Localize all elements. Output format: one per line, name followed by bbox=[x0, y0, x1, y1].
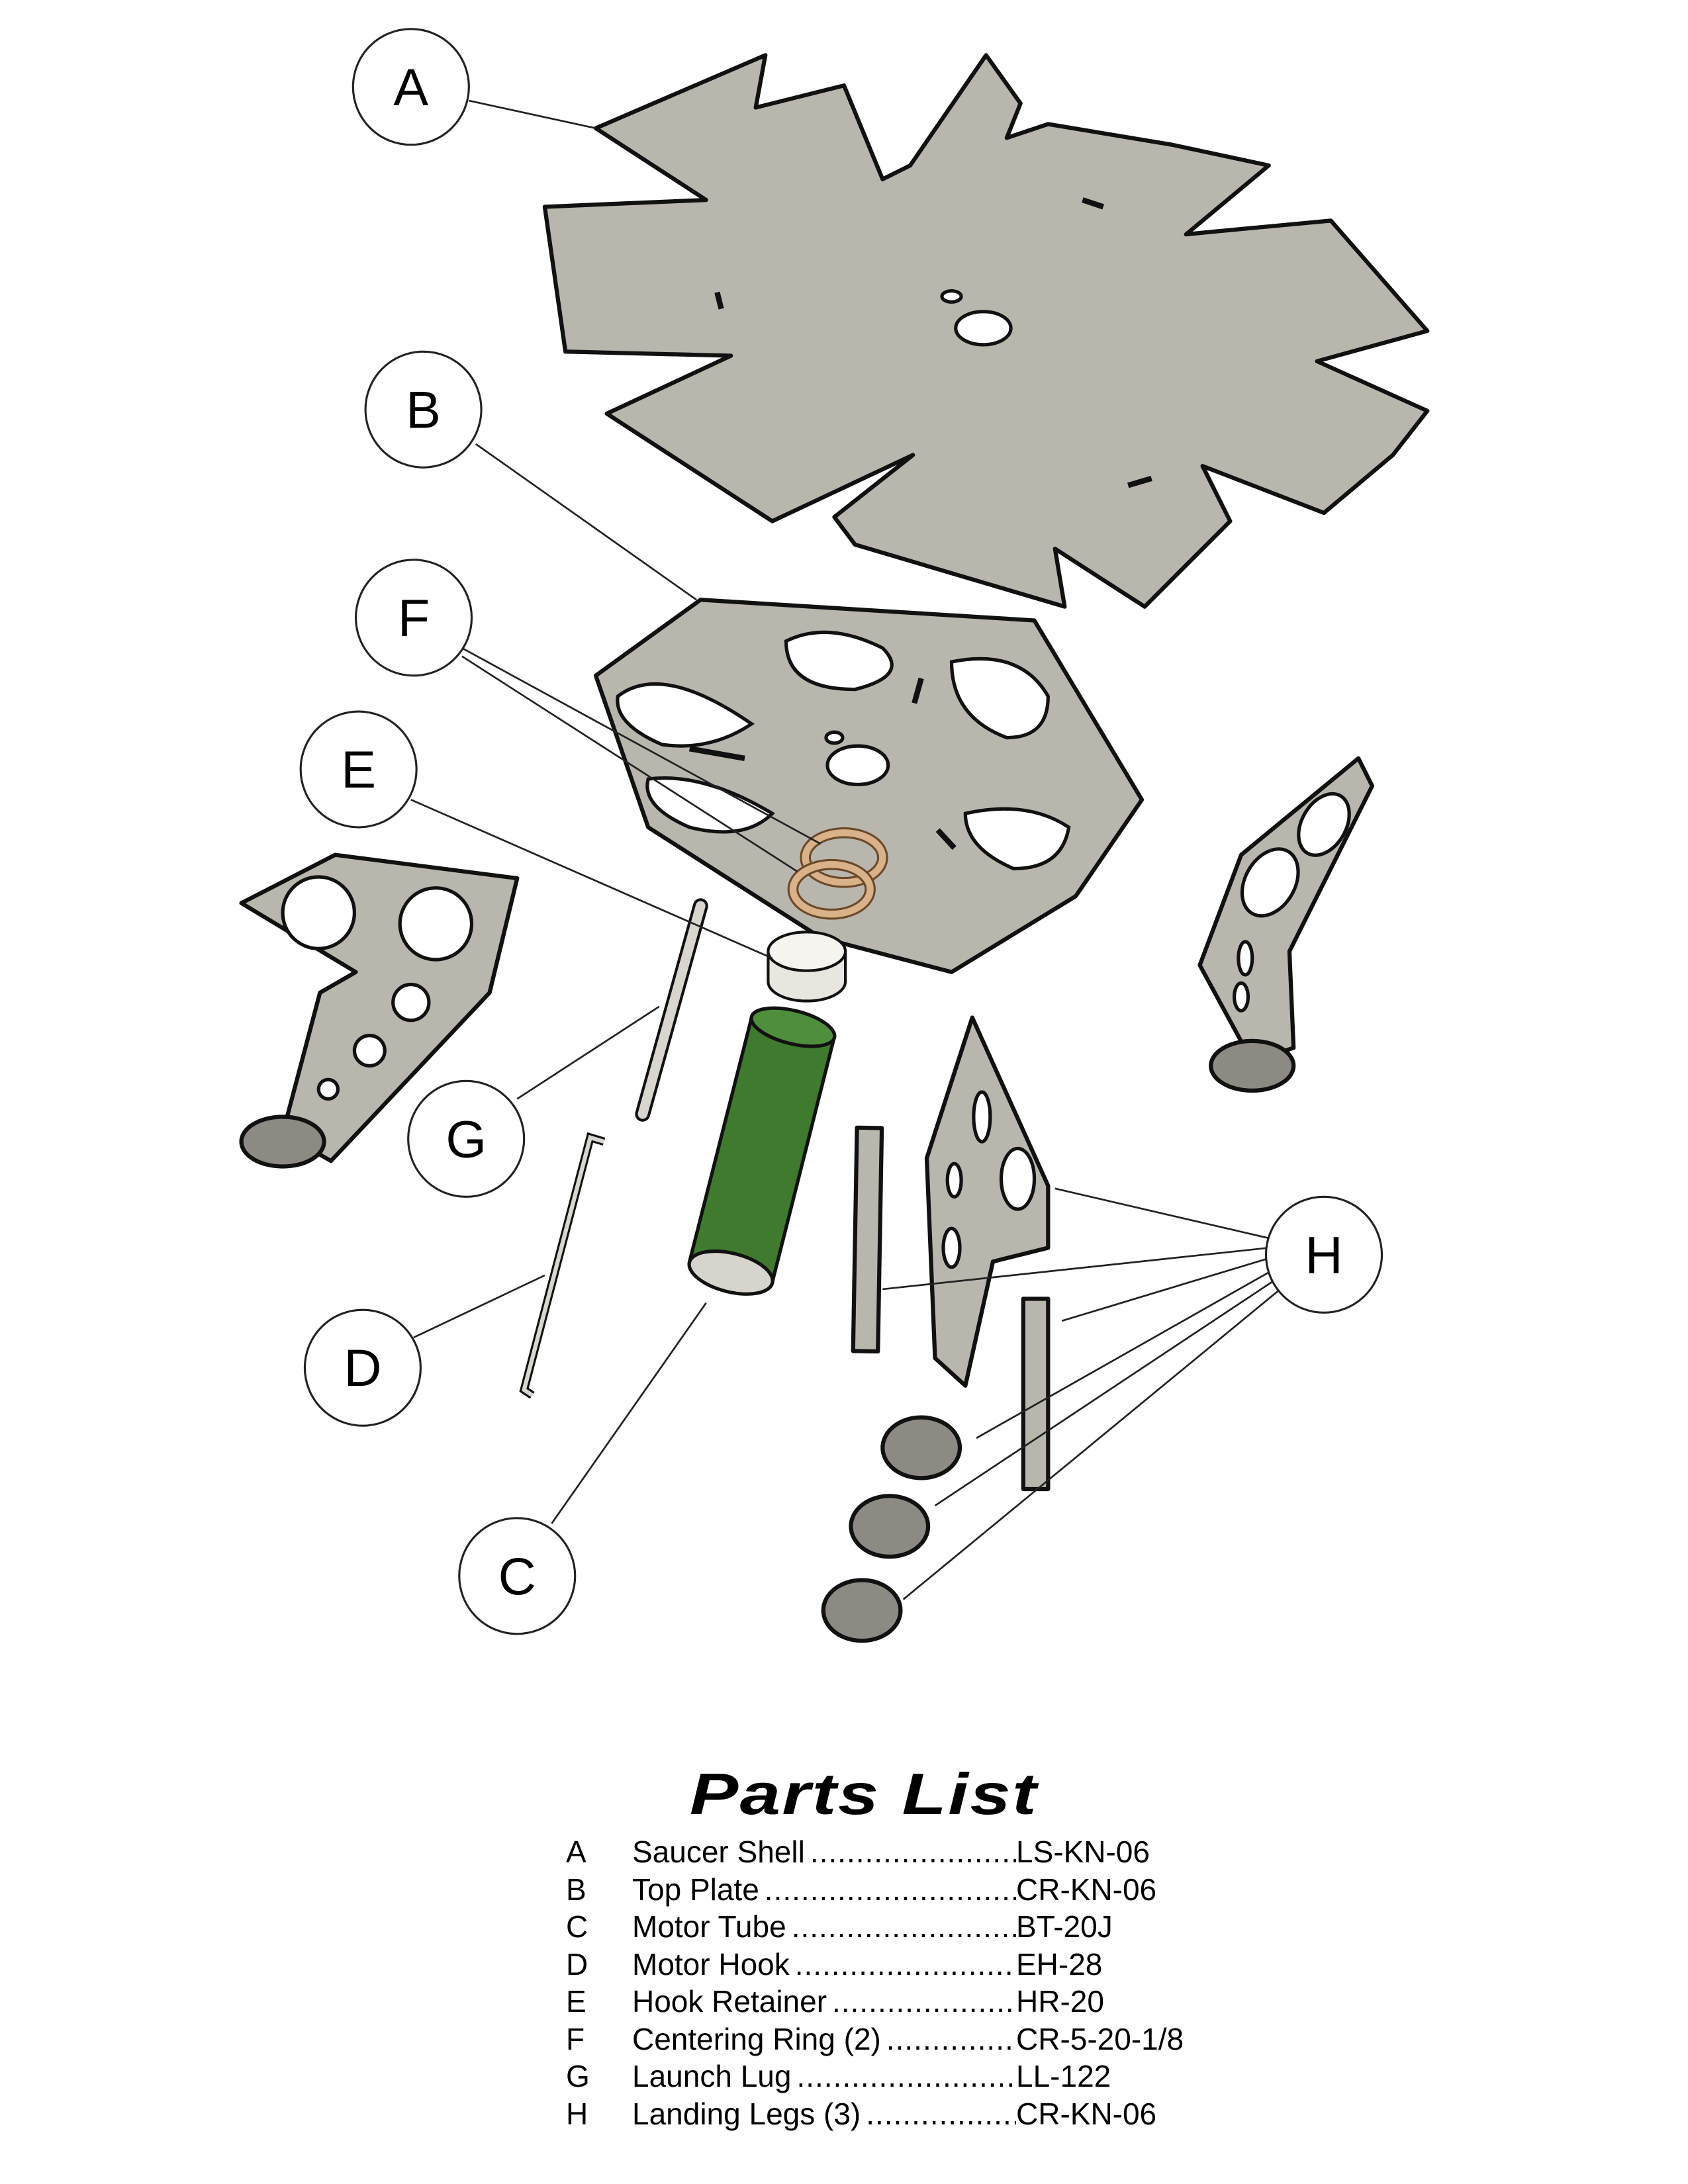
callout-c: C bbox=[458, 1517, 577, 1635]
dot-leader: ........................................… bbox=[886, 2021, 1016, 2056]
saucer-shell bbox=[542, 53, 1430, 609]
part-letter: G bbox=[566, 2059, 590, 2093]
part-code: CR-5-20-1/8 bbox=[1016, 2020, 1184, 2058]
leg-disc bbox=[849, 1494, 931, 1559]
top-plate bbox=[593, 598, 1145, 974]
motor-hook bbox=[519, 1132, 606, 1399]
parts-list: Parts List A Saucer Shell................… bbox=[0, 1760, 1688, 2132]
part-name: Top Plate bbox=[632, 1872, 759, 1907]
landing-leg-right bbox=[1197, 756, 1375, 1093]
dot-leader: ........................................… bbox=[866, 2096, 1016, 2131]
part-letter: H bbox=[566, 2096, 588, 2131]
part-code: CR-KN-06 bbox=[1016, 2095, 1157, 2132]
parts-list-item: D Motor Hook.............................… bbox=[566, 1945, 1188, 1983]
callout-a: A bbox=[352, 28, 470, 146]
parts-list-item: C Motor Tube.............................… bbox=[566, 1908, 1188, 1945]
callout-h: H bbox=[1264, 1195, 1383, 1314]
part-letter: A bbox=[566, 1835, 586, 1869]
svg-text:G: G bbox=[445, 1109, 487, 1168]
part-name: Saucer Shell bbox=[632, 1835, 805, 1869]
motor-tube bbox=[687, 1006, 837, 1296]
part-letter: B bbox=[566, 1872, 586, 1907]
landing-leg-left bbox=[239, 852, 520, 1169]
dot-leader: ........................................… bbox=[764, 1872, 1016, 1907]
parts-list-item: E Hook Retainer..........................… bbox=[566, 1983, 1188, 2020]
dot-leader: ........................................… bbox=[810, 1835, 1016, 1869]
parts-list-item: H Landing Legs (3).......................… bbox=[566, 2095, 1188, 2132]
dot-leader: ........................................… bbox=[796, 2059, 1016, 2093]
svg-text:E: E bbox=[341, 740, 376, 799]
part-code: CR-KN-06 bbox=[1016, 1870, 1157, 1908]
part-code: BT-20J bbox=[1016, 1908, 1113, 1945]
callout-g: G bbox=[407, 1079, 526, 1198]
svg-text:H: H bbox=[1305, 1225, 1342, 1284]
leg-disc bbox=[821, 1578, 903, 1643]
leg-strip bbox=[851, 1125, 884, 1354]
part-code: LL-122 bbox=[1016, 2058, 1111, 2095]
parts-list-item: G Launch Lug.............................… bbox=[566, 2058, 1188, 2095]
parts-list-item: B Top Plate..............................… bbox=[566, 1870, 1188, 1908]
svg-text:B: B bbox=[406, 380, 441, 439]
callout-b: B bbox=[364, 350, 483, 469]
svg-text:C: C bbox=[498, 1547, 536, 1606]
svg-text:F: F bbox=[398, 588, 430, 647]
svg-text:A: A bbox=[393, 58, 428, 116]
leg-disc bbox=[880, 1415, 962, 1480]
parts-list-item: F Centering Ring (2).....................… bbox=[566, 2020, 1188, 2058]
part-letter: D bbox=[566, 1946, 588, 1981]
part-code: EH-28 bbox=[1016, 1945, 1103, 1983]
dot-leader: ........................................… bbox=[794, 1946, 1016, 1981]
part-name: Hook Retainer bbox=[632, 1984, 827, 2019]
leg-strip bbox=[1021, 1297, 1051, 1492]
callout-d: D bbox=[303, 1308, 422, 1427]
hook-retainer bbox=[767, 931, 847, 1003]
part-name: Landing Legs (3) bbox=[632, 2096, 861, 2131]
part-letter: E bbox=[566, 1984, 586, 2019]
parts-list-title: Parts List bbox=[689, 1761, 1039, 1827]
part-letter: C bbox=[566, 1909, 588, 1944]
callout-e: E bbox=[299, 710, 418, 829]
dot-leader: ........................................… bbox=[791, 1909, 1016, 1944]
centering-rings bbox=[787, 827, 888, 920]
dot-leader: ........................................… bbox=[832, 1984, 1016, 2019]
parts-list-item: A Saucer Shell...........................… bbox=[566, 1833, 1188, 1870]
leader-lines bbox=[410, 99, 1286, 1600]
svg-text:D: D bbox=[344, 1338, 381, 1397]
part-code: HR-20 bbox=[1016, 1983, 1104, 2020]
part-name: Centering Ring (2) bbox=[632, 2021, 881, 2056]
part-name: Motor Tube bbox=[632, 1909, 786, 1944]
part-letter: F bbox=[566, 2021, 585, 2056]
callout-f: F bbox=[354, 559, 473, 677]
part-name: Motor Hook bbox=[632, 1946, 790, 1981]
landing-leg-middle bbox=[924, 1015, 1051, 1388]
part-code: LS-KN-06 bbox=[1016, 1833, 1150, 1870]
part-name: Launch Lug bbox=[632, 2059, 792, 2093]
exploded-assembly-diagram: A B C D E F G H bbox=[239, 28, 1430, 1643]
